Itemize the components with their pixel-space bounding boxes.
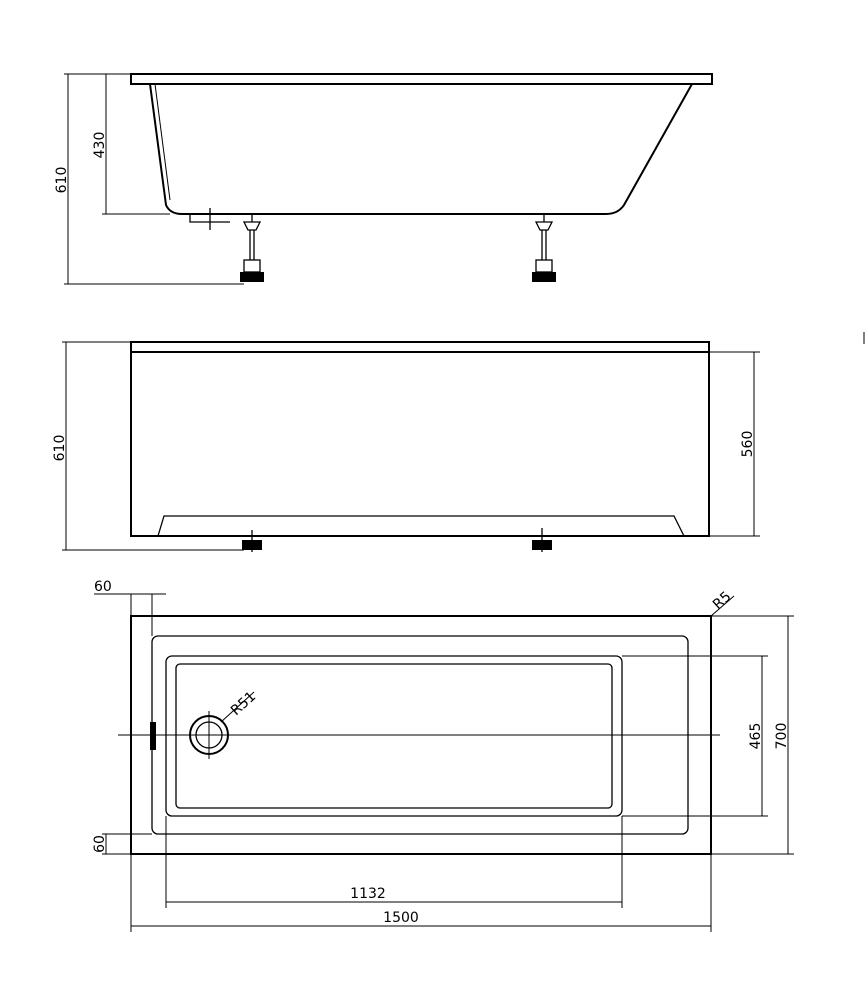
side-view-basin-depth-label: 430 [92, 132, 108, 159]
front-view-base-contour [157, 515, 685, 537]
top-view-outer-width-label: 700 [774, 723, 790, 750]
side-view-total-height-label: 610 [54, 167, 70, 194]
side-view-rim [130, 73, 713, 85]
top-view-corner-radius-label: R5 [710, 589, 735, 613]
front-view-rim [130, 341, 710, 353]
top-view-width-dimensions [622, 615, 794, 855]
side-view-basin-inner [154, 83, 171, 201]
side-view-leg-left [240, 214, 264, 282]
top-view-overflow [150, 722, 156, 750]
front-view: 610 560 [52, 341, 760, 552]
top-view-rim-top-label: 60 [94, 579, 112, 595]
top-view: R51 R5 60 60 465 700 1132 1500 [92, 579, 794, 932]
front-view-dimensions [62, 341, 760, 551]
side-view-basin [149, 83, 693, 215]
top-view-outer-length-label: 1500 [383, 910, 419, 926]
side-view-leg-right [532, 214, 556, 282]
top-view-basin-inner [175, 663, 613, 809]
top-view-inner-width-label: 465 [748, 723, 764, 750]
front-view-total-height-label: 610 [52, 435, 68, 462]
side-view: 610 430 [54, 73, 713, 285]
front-view-leg-right [532, 528, 552, 552]
top-view-drain-radius-label: R51 [228, 689, 259, 719]
top-view-rim-dimensions [94, 593, 166, 855]
side-view-drain [189, 208, 230, 230]
top-view-inner-length-label: 1132 [350, 886, 386, 902]
top-view-basin-outer [165, 655, 623, 817]
front-view-panel-height-label: 560 [740, 431, 756, 458]
side-view-dimensions [64, 73, 244, 285]
front-view-panel [130, 351, 710, 537]
front-view-leg-left [242, 530, 262, 552]
top-view-drain [189, 691, 255, 759]
top-view-rim-bottom-label: 60 [92, 835, 108, 853]
top-view-length-dimensions [130, 816, 712, 932]
